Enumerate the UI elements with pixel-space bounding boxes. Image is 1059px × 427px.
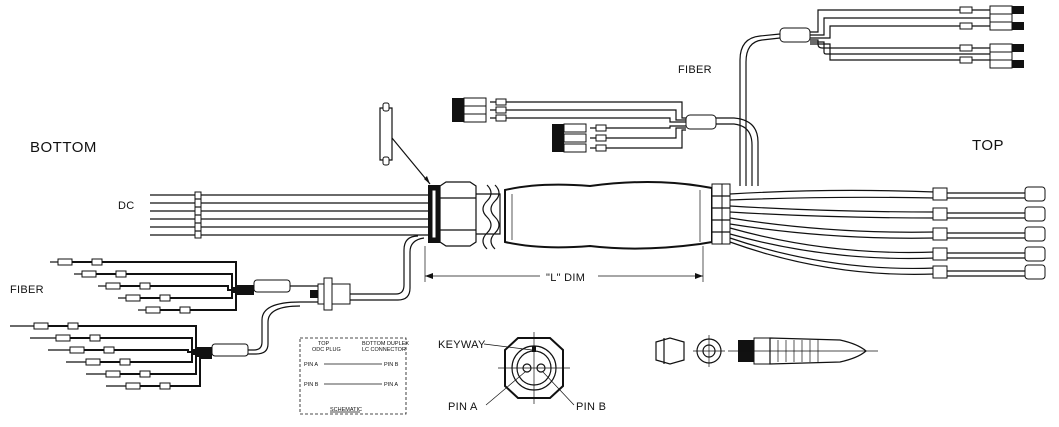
bottom-fiber-cable (10, 235, 425, 390)
schematic-top-header-1: TOP (318, 341, 330, 347)
schematic-left-pin-b: PIN B (304, 382, 319, 388)
schematic-bottom-header-1: BOTTOM DUPLEX (362, 341, 409, 347)
top-connector-5 (932, 264, 1046, 280)
pin-b-label: PIN B (576, 401, 606, 413)
top-flange (711, 183, 731, 245)
schematic-right-pin-b: PIN B (384, 362, 399, 368)
connector-side-parts (655, 335, 878, 367)
schematic-top-header-2: ODC PLUG (312, 347, 341, 353)
l-dimension (424, 246, 704, 282)
bottom-label: BOTTOM (30, 139, 97, 156)
top-connector-2 (932, 206, 1046, 222)
overmold-housing (504, 181, 713, 250)
schematic-right-pin-a: PIN A (384, 382, 398, 388)
top-fiber-branch (739, 5, 1024, 186)
dc-wire-bundle (150, 191, 428, 239)
schematic-box: TOP ODC PLUG BOTTOM DUPLEX LC CONNECTOR … (299, 337, 409, 415)
mid-fiber-branch (452, 97, 759, 186)
schematic-left-pin-a: PIN A (304, 362, 318, 368)
top-connectors (932, 186, 1046, 280)
gasket-part (379, 102, 431, 185)
top-label: TOP (972, 137, 1004, 154)
fiber-left-label: FIBER (10, 284, 44, 296)
connector-face-view (483, 332, 575, 406)
schematic-footer: SCHEMATIC (330, 407, 362, 413)
keyway-label: KEYWAY (438, 339, 486, 351)
top-connector-1 (932, 186, 1046, 202)
l-dim-label: "L" DIM (546, 272, 585, 284)
dc-label: DC (118, 200, 135, 212)
top-connector-3 (932, 226, 1046, 242)
top-connector-4 (932, 246, 1046, 262)
top-cable-fanout (729, 189, 936, 275)
fiber-top-label: FIBER (678, 64, 712, 76)
cable-gland (428, 181, 501, 250)
schematic-bottom-header-2: LC CONNECTOR (362, 347, 406, 353)
pin-a-label: PIN A (448, 401, 478, 413)
